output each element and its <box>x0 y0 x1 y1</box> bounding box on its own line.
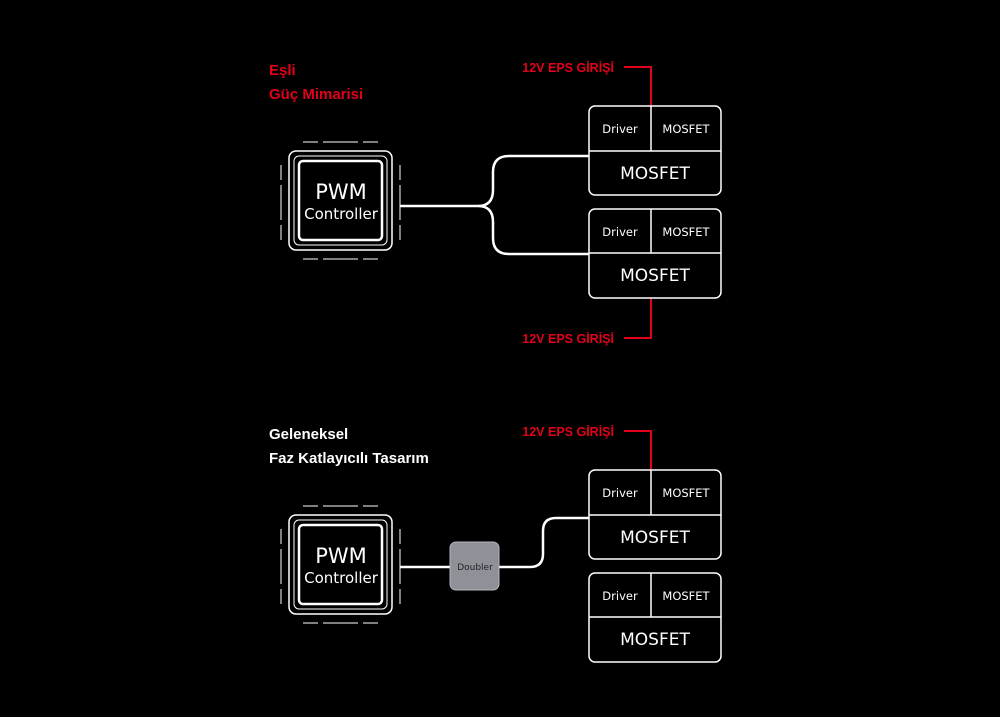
doubler-label: Doubler <box>457 563 493 573</box>
top-m1-mosfet-small: MOSFET <box>662 122 710 136</box>
top-section-title: Eşli Güç Mimarisi <box>269 59 363 107</box>
top-power-module-1: Driver MOSFET MOSFET <box>588 105 722 196</box>
bottom-eps-label: 12V EPS GİRİŞİ <box>522 424 614 439</box>
top-controller-label: Controller <box>304 205 379 223</box>
bottom-m1-driver: Driver <box>602 486 638 500</box>
top-pwm-controller: PWM Controller <box>280 141 401 260</box>
top-eps-label-lower: 12V EPS GİRİŞİ <box>522 331 614 346</box>
top-power-module-2: Driver MOSFET MOSFET <box>588 208 722 299</box>
bottom-m1-mosfet-small: MOSFET <box>662 486 710 500</box>
bottom-controller-label: Controller <box>304 569 379 587</box>
bottom-title-line1: Geleneksel <box>269 426 349 443</box>
bottom-m2-driver: Driver <box>602 589 638 603</box>
bottom-eps-connector <box>624 430 652 470</box>
bottom-pwm-controller: PWM Controller <box>280 505 401 624</box>
top-m2-driver: Driver <box>602 225 638 239</box>
top-connection-line <box>400 154 589 256</box>
bottom-pwm-label: PWM <box>315 544 367 568</box>
top-eps-connector-lower <box>624 297 652 339</box>
top-m1-driver: Driver <box>602 122 638 136</box>
top-eps-connector-upper <box>624 66 652 106</box>
top-eps-label-upper: 12V EPS GİRİŞİ <box>522 60 614 75</box>
bottom-title-line2: Faz Katlayıcılı Tasarım <box>269 450 429 467</box>
bottom-power-module-2: Driver MOSFET MOSFET <box>588 572 722 663</box>
bottom-power-module-1: Driver MOSFET MOSFET <box>588 469 722 560</box>
top-title-line1: Eşli <box>269 62 296 79</box>
bottom-m1-mosfet-big: MOSFET <box>620 528 690 548</box>
bottom-m2-mosfet-big: MOSFET <box>620 630 690 650</box>
top-pwm-label: PWM <box>315 180 367 204</box>
top-m1-mosfet-big: MOSFET <box>620 164 690 184</box>
bottom-section-title: Geleneksel Faz Katlayıcılı Tasarım <box>269 423 429 471</box>
bottom-connection-line <box>400 516 589 569</box>
top-m2-mosfet-small: MOSFET <box>662 225 710 239</box>
top-m2-mosfet-big: MOSFET <box>620 266 690 286</box>
bottom-m2-mosfet-small: MOSFET <box>662 589 710 603</box>
top-title-line2: Güç Mimarisi <box>269 86 364 103</box>
doubler-chip: Doubler <box>449 541 500 591</box>
